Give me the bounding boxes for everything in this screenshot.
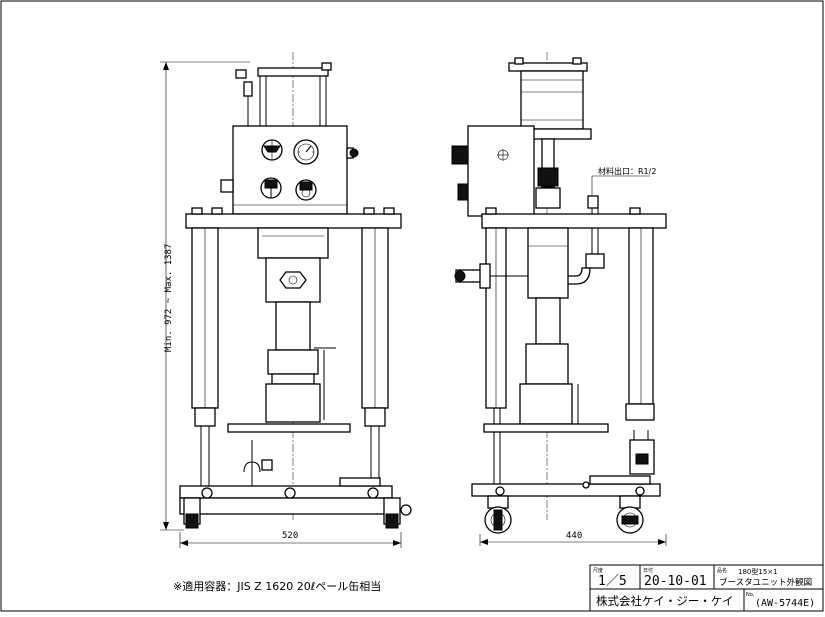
front-regulator-stem (243, 81, 253, 97)
coupler-icon (629, 430, 655, 475)
front-side-knob (349, 148, 359, 158)
name-line1: 180型15×1 (738, 567, 778, 576)
name-line2: ブースタユニット外観図 (719, 577, 812, 588)
crosshair-icon (497, 149, 509, 161)
caster-icon (383, 497, 412, 529)
side-control-box (467, 125, 535, 217)
side-follower-hub (519, 383, 573, 425)
elbow-fitting-icon (565, 253, 605, 285)
hex-fitting-icon (279, 271, 307, 289)
no-header: No. (746, 592, 755, 598)
title-block: 尺度 1／5 日付 20-10-01 品名 180型15×1 ブースタユニット外… (589, 564, 824, 612)
side-pump-body (527, 227, 569, 299)
side-base-frame (471, 483, 661, 497)
front-top-nut-right (321, 62, 332, 71)
side-view: 材料出口：R1/2 (451, 52, 667, 546)
front-top-nut-left (235, 69, 247, 79)
valve-icon (260, 177, 282, 199)
drawing-number: (AW-5744E) (755, 598, 815, 609)
side-follower-plate (483, 423, 609, 433)
side-knob-lower (457, 183, 469, 201)
company-name: 株式会社ケイ・ジー・ケイ (596, 594, 734, 608)
front-follower-plate (227, 423, 351, 433)
outlet-label: 材料出口：R1/2 (598, 166, 656, 176)
date-value: 20-10-01 (644, 574, 707, 589)
side-knob-upper (451, 145, 469, 165)
height-dimension-label: Min. 972 ~ Max. 1387 (164, 244, 174, 352)
wheel-icon (484, 495, 512, 534)
scale-header: 尺度 (593, 567, 603, 574)
clamp-icon (243, 440, 273, 490)
pressure-gauge-icon (293, 139, 319, 165)
date-header: 日付 (643, 567, 653, 574)
caster-icon (183, 497, 201, 529)
front-follower-hub (265, 383, 321, 423)
name-header: 品名 (717, 567, 727, 574)
side-air-cylinder (520, 70, 584, 130)
front-top-platform (185, 213, 402, 229)
front-width-label: 520 (282, 531, 298, 541)
side-width-label: 440 (566, 531, 582, 541)
ball-valve-icon (454, 263, 491, 289)
scale-value: 1／5 (598, 574, 627, 589)
front-pump-tube (275, 301, 311, 351)
front-top-plate (257, 67, 329, 77)
wheel-icon (616, 495, 644, 534)
front-control-box (232, 125, 348, 215)
container-note: ※適用容器：JIS Z 1620 20ℓペール缶相当 (173, 579, 381, 593)
gauge-icon (261, 139, 283, 161)
regulator-icon (295, 179, 317, 201)
front-left-fitting (220, 179, 234, 193)
front-view: Min. 972 ~ Max. 1387 520 (160, 52, 412, 548)
side-top-platform (481, 213, 667, 229)
front-pump-head (257, 227, 329, 259)
side-pump-tube (535, 297, 561, 345)
